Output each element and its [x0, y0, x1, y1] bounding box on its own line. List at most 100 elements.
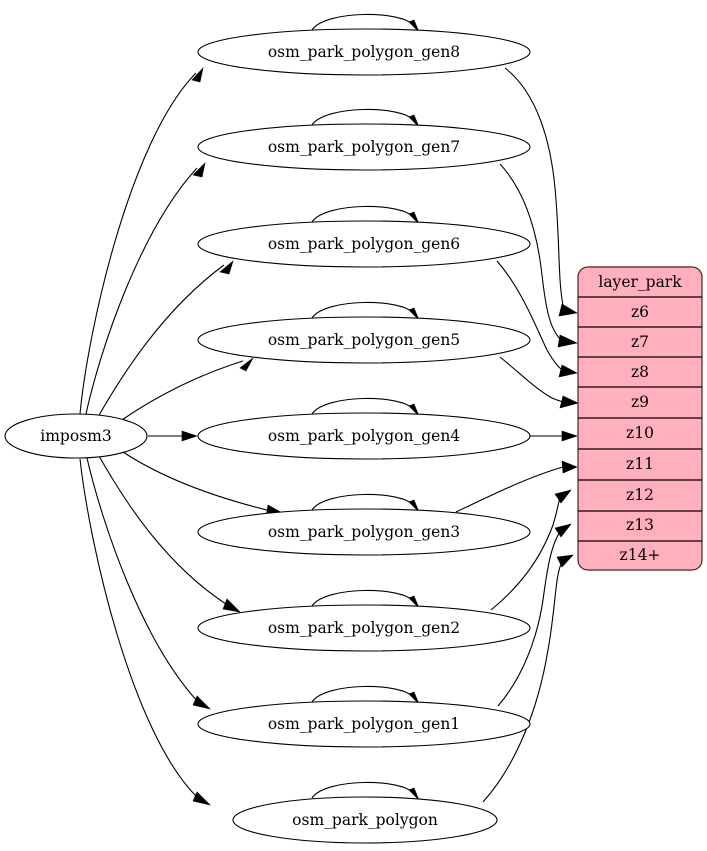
gen6-ellipse[interactable] [197, 220, 531, 268]
edge-imposm3-to-gen3 [122, 451, 272, 512]
node-gen4[interactable]: osm_park_polygon_gen4 [197, 412, 531, 460]
node-gen3[interactable]: osm_park_polygon_gen3 [197, 508, 531, 556]
gen2-ellipse[interactable] [197, 604, 531, 652]
edge-gen3-to-z11 [455, 466, 564, 513]
base-ellipse[interactable] [232, 796, 498, 844]
edge-gen7-to-z7 [499, 163, 563, 342]
node-base[interactable]: osm_park_polygon [232, 796, 498, 844]
self-loop-base [311, 781, 415, 799]
self-loop-arrowhead-gen2 [408, 595, 420, 609]
table-row-z9[interactable]: z9 [578, 393, 702, 419]
gen1-label: osm_park_polygon_gen1 [268, 715, 460, 733]
edge-gen6-to-z8 [496, 260, 565, 372]
gen3-ellipse[interactable] [197, 508, 531, 556]
gen8-label: osm_park_polygon_gen8 [268, 43, 460, 61]
edge-imposm3-to-base [79, 458, 200, 800]
edge-imposm3-to-gen6 [97, 264, 225, 418]
self-loop-gen8 [311, 13, 415, 31]
self-loop-gen5 [311, 301, 415, 319]
table-row-z14plus[interactable]: z14+ [620, 546, 661, 564]
table-cell-z14plus: z14+ [620, 546, 661, 564]
gen4-ellipse[interactable] [197, 412, 531, 460]
edge-imposm3-to-gen5 [121, 360, 244, 421]
node-gen5[interactable]: osm_park_polygon_gen5 [197, 316, 531, 364]
self-loop-arrowhead-gen6 [408, 211, 420, 225]
arrowhead-base [192, 791, 211, 806]
edges-from-imposm3 [79, 66, 285, 806]
arrowhead-gen5 [239, 357, 254, 372]
arrowhead-z9 [559, 395, 579, 409]
arrowhead-gen2 [222, 598, 241, 613]
arrowhead-gen7 [192, 162, 206, 178]
edge-imposm3-to-gen7 [85, 167, 198, 415]
arrowhead-z7 [557, 334, 578, 348]
gen2-label: osm_park_polygon_gen2 [268, 619, 460, 637]
arrowhead-z6 [558, 303, 578, 317]
table-header-label: layer_park [598, 273, 682, 291]
self-loop-gen1 [311, 685, 415, 703]
edge-gen2-to-z12 [490, 497, 561, 611]
table-row-z11[interactable]: z11 [578, 455, 702, 481]
self-loop-arrowhead-gen1 [408, 691, 420, 705]
gen8-ellipse[interactable] [197, 28, 531, 76]
gen5-label: osm_park_polygon_gen5 [268, 331, 460, 349]
self-loop-arrowhead-gen8 [408, 19, 420, 33]
imposm3-label: imposm3 [40, 427, 111, 445]
gen7-label: osm_park_polygon_gen7 [268, 138, 460, 156]
layer-park-table[interactable]: layer_park z6 z7 z8 z9 z10 z11 z12 [577, 266, 703, 571]
gen7-ellipse[interactable] [197, 123, 531, 171]
table-row-z8[interactable]: z8 [578, 363, 702, 388]
edge-imposm3-to-gen2 [98, 455, 230, 607]
table-cell-z7: z7 [631, 333, 649, 351]
node-gen1[interactable]: osm_park_polygon_gen1 [197, 700, 531, 748]
table-cell-z13: z13 [626, 516, 654, 534]
edge-base-to-z14 [482, 561, 563, 803]
self-loop-arrowhead-gen3 [408, 499, 420, 513]
self-loop-arrowhead-base [408, 787, 420, 801]
arrowhead-gen4 [181, 430, 198, 442]
arrowhead-gen8 [191, 66, 204, 83]
gen1-ellipse[interactable] [197, 700, 531, 748]
arrowhead-gen1 [192, 695, 211, 710]
imposm3-ellipse[interactable] [4, 413, 148, 459]
table-cell-z6: z6 [631, 303, 649, 321]
self-loop-arrowhead-gen5 [408, 307, 420, 321]
arrowhead-z14 [556, 554, 574, 568]
self-loop-gen7 [311, 108, 415, 126]
self-loop-arrowhead-gen7 [408, 114, 420, 128]
table-row-z7[interactable]: z7 [578, 333, 702, 358]
node-imposm3[interactable]: imposm3 [4, 413, 148, 459]
self-loops [311, 13, 420, 801]
table-row-z13[interactable]: z13 [578, 516, 702, 542]
gen6-label: osm_park_polygon_gen6 [268, 235, 460, 253]
self-loop-gen6 [311, 205, 415, 223]
node-gen2[interactable]: osm_park_polygon_gen2 [197, 604, 531, 652]
node-gen7[interactable]: osm_park_polygon_gen7 [197, 123, 531, 171]
table-cell-z12: z12 [626, 486, 654, 504]
edge-imposm3-to-gen8 [79, 72, 197, 415]
self-loop-arrowhead-gen4 [408, 403, 420, 417]
edge-imposm3-to-gen1 [86, 457, 200, 704]
table-row-z6[interactable]: z6 [578, 303, 702, 328]
edge-gen1-to-z13 [497, 531, 561, 707]
arrowhead-z8 [558, 364, 578, 378]
node-gen8[interactable]: osm_park_polygon_gen8 [197, 28, 531, 76]
edges-to-layer-table [455, 67, 579, 803]
edge-gen5-to-z9 [499, 356, 566, 403]
base-label: osm_park_polygon [292, 811, 438, 829]
node-gen6[interactable]: osm_park_polygon_gen6 [197, 220, 531, 268]
table-row-z10[interactable]: z10 [578, 424, 702, 450]
gen4-label: osm_park_polygon_gen4 [268, 427, 460, 445]
arrowhead-z11 [561, 460, 578, 474]
table-cell-z11: z11 [626, 455, 654, 473]
gen5-ellipse[interactable] [197, 316, 531, 364]
edge-gen8-to-z6 [504, 67, 565, 311]
arrowhead-z12 [554, 489, 572, 504]
self-loop-gen3 [311, 493, 415, 511]
table-row-z12[interactable]: z12 [578, 486, 702, 512]
gen3-label: osm_park_polygon_gen3 [268, 523, 460, 541]
self-loop-gen4 [311, 397, 415, 415]
table-cell-z8: z8 [631, 363, 649, 381]
table-cell-z10: z10 [626, 424, 654, 442]
